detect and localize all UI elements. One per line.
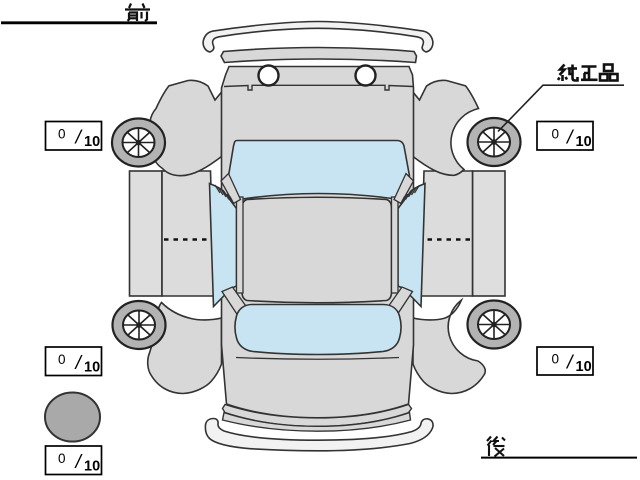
svg-text:/: /	[74, 451, 84, 473]
svg-text:10: 10	[84, 360, 100, 376]
svg-text:0: 0	[58, 127, 66, 142]
svg-text:10: 10	[84, 134, 100, 150]
svg-text:/: /	[565, 352, 575, 374]
svg-text:/: /	[74, 127, 84, 149]
svg-text:/: /	[565, 127, 575, 149]
svg-text:10: 10	[576, 134, 592, 150]
svg-text:0: 0	[58, 352, 66, 367]
svg-text:0: 0	[552, 352, 560, 367]
svg-text:10: 10	[84, 459, 100, 475]
svg-text:10: 10	[576, 359, 592, 375]
svg-text:0: 0	[552, 127, 560, 142]
svg-text:0: 0	[58, 451, 66, 466]
svg-text:/: /	[74, 352, 84, 374]
